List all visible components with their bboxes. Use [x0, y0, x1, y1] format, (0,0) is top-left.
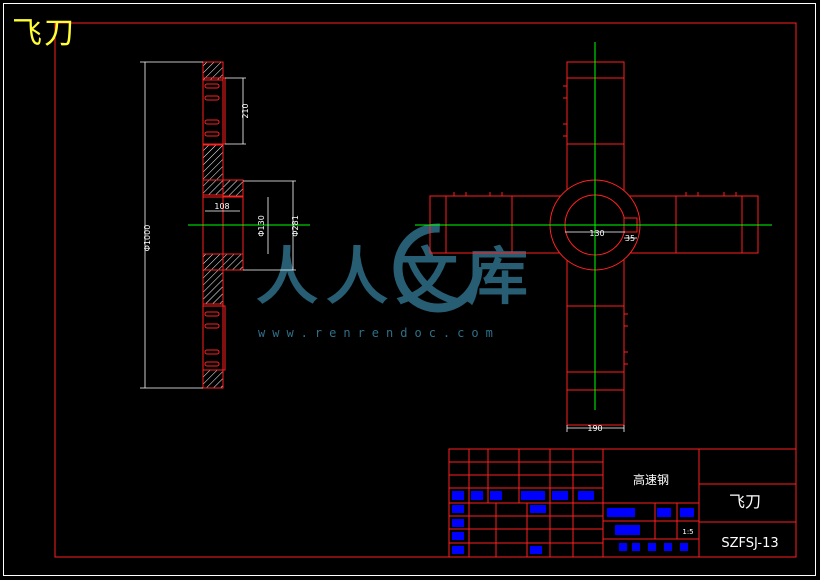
section-hatch-hub-upper	[222, 179, 244, 197]
title-block-grid-left	[449, 449, 603, 557]
title-block-label-cells	[452, 491, 694, 554]
dim-arm-width: 190	[587, 424, 602, 433]
corner-title: 飞刀	[12, 16, 76, 51]
section-hatch-top	[202, 61, 224, 81]
title-block	[448, 448, 797, 558]
outer-frame	[3, 3, 816, 576]
side-view: Φ1000 210 108 Φ130 Φ281	[140, 61, 310, 389]
section-hatch-hub-lower	[222, 253, 244, 271]
dim-hub-diameter: Φ281	[291, 215, 300, 237]
dim-slot-height: 210	[241, 103, 250, 118]
watermark-brand: 人人文库	[256, 240, 536, 313]
watermark-logo-ring	[393, 223, 483, 313]
slot-holes	[204, 83, 220, 367]
dim-bore-diameter: Φ130	[257, 215, 266, 237]
title-block-scale: 1:5	[682, 528, 693, 536]
dim-hub-width: 130	[589, 229, 604, 238]
section-hatch-bottom	[202, 369, 224, 389]
title-block-drawing-number: SZFSJ-13	[721, 536, 778, 551]
title-block-material: 高速钢	[633, 472, 669, 487]
watermark: 人人文库	[256, 223, 536, 313]
dim-overall-diameter: Φ1000	[143, 225, 152, 252]
lower-slot-region	[202, 305, 226, 371]
watermark-url: www.renrendoc.com	[258, 326, 500, 340]
drawing-border	[54, 22, 797, 558]
section-hatch-upper	[202, 144, 224, 196]
section-hatch-lower	[202, 253, 224, 305]
edge-ticks	[453, 85, 737, 365]
upper-slot-region	[202, 77, 226, 145]
dim-keyway: 35	[625, 234, 635, 243]
dim-bore-length: 108	[214, 202, 229, 211]
title-block-part-name: 飞刀	[729, 492, 761, 511]
